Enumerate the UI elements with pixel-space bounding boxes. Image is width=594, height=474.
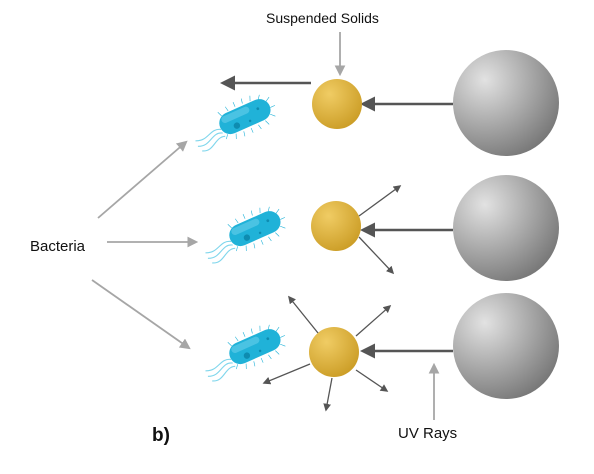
bacteria-pointer-arrow-bottom [91, 279, 191, 350]
bacteria-label: Bacteria [30, 238, 86, 255]
suspended-solid-top [312, 79, 362, 129]
suspended-solid-middle [311, 201, 361, 251]
scatter-arrow-bottom-left [262, 363, 311, 385]
bacterium-icon-top [186, 86, 283, 156]
scatter-arrow-bottom-down [323, 377, 333, 412]
scatter-arrow-bottom-upper-left [288, 295, 319, 334]
uv-source-sphere-middle [453, 175, 559, 281]
uv-source-sphere-bottom [453, 293, 559, 399]
bacterium-icon-bottom [196, 316, 293, 386]
bacterium-icon-middle [196, 198, 293, 268]
scatter-arrow-middle-up [358, 185, 402, 217]
uv-source-sphere-top [453, 50, 559, 156]
scatter-arrow-bottom-upper-right [355, 304, 392, 337]
suspended-solids-label: Suspended Solids [266, 10, 379, 26]
panel-label: b) [152, 425, 170, 446]
scatter-arrow-bottom-right [355, 369, 389, 392]
uv-rays-label: UV Rays [398, 425, 458, 442]
scatter-arrow-middle-down [358, 236, 395, 275]
bacteria-pointer-arrow-top [97, 140, 188, 219]
suspended-solid-bottom [309, 327, 359, 377]
